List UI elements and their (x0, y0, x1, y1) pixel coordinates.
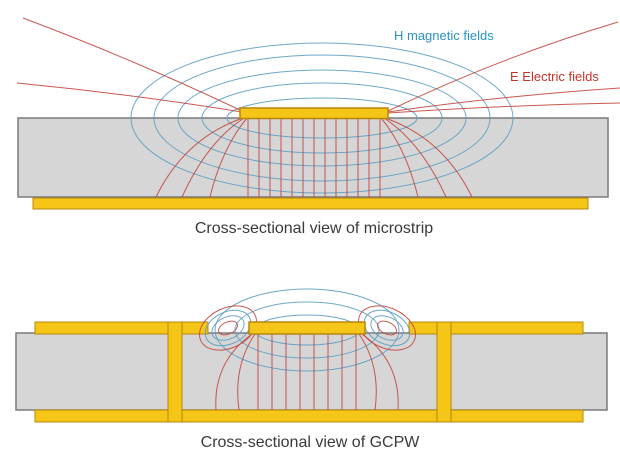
gcpw-diagram: Cross-sectional view of GCPW (15, 288, 608, 451)
h-field-label: H magnetic fields (394, 28, 494, 43)
microstrip-e-field-outer-curves (16, 17, 620, 114)
gcpw-e-field-flares (215, 333, 399, 411)
microstrip-e-field-flares (155, 117, 473, 198)
microstrip-caption: Cross-sectional view of microstrip (195, 220, 433, 237)
gcpw-right-gap-loops (358, 305, 416, 351)
gcpw-caption: Cross-sectional view of GCPW (201, 434, 421, 451)
gcpw-right-coplanar-ground (408, 321, 584, 335)
microstrip-substrate (17, 117, 609, 198)
gcpw-substrate (15, 332, 608, 411)
e-field-label: E Electric fields (510, 69, 599, 84)
gcpw-left-gap-loops (199, 305, 257, 351)
microstrip-e-field-vertical-lines (247, 118, 381, 197)
gcpw-left-via (167, 321, 183, 423)
microstrip-diagram: Cross-sectional view of microstrip (16, 17, 620, 237)
gcpw-e-field-vertical-lines (257, 334, 357, 410)
gcpw-signal-trace (248, 321, 366, 335)
gcpw-right-via (436, 321, 452, 423)
microstrip-signal-trace (239, 107, 389, 120)
gcpw-left-coplanar-ground (34, 321, 209, 335)
gcpw-ground-plane (34, 409, 584, 423)
microstrip-ground-plane (32, 197, 589, 210)
microstrip-h-field-ellipses (130, 42, 514, 194)
